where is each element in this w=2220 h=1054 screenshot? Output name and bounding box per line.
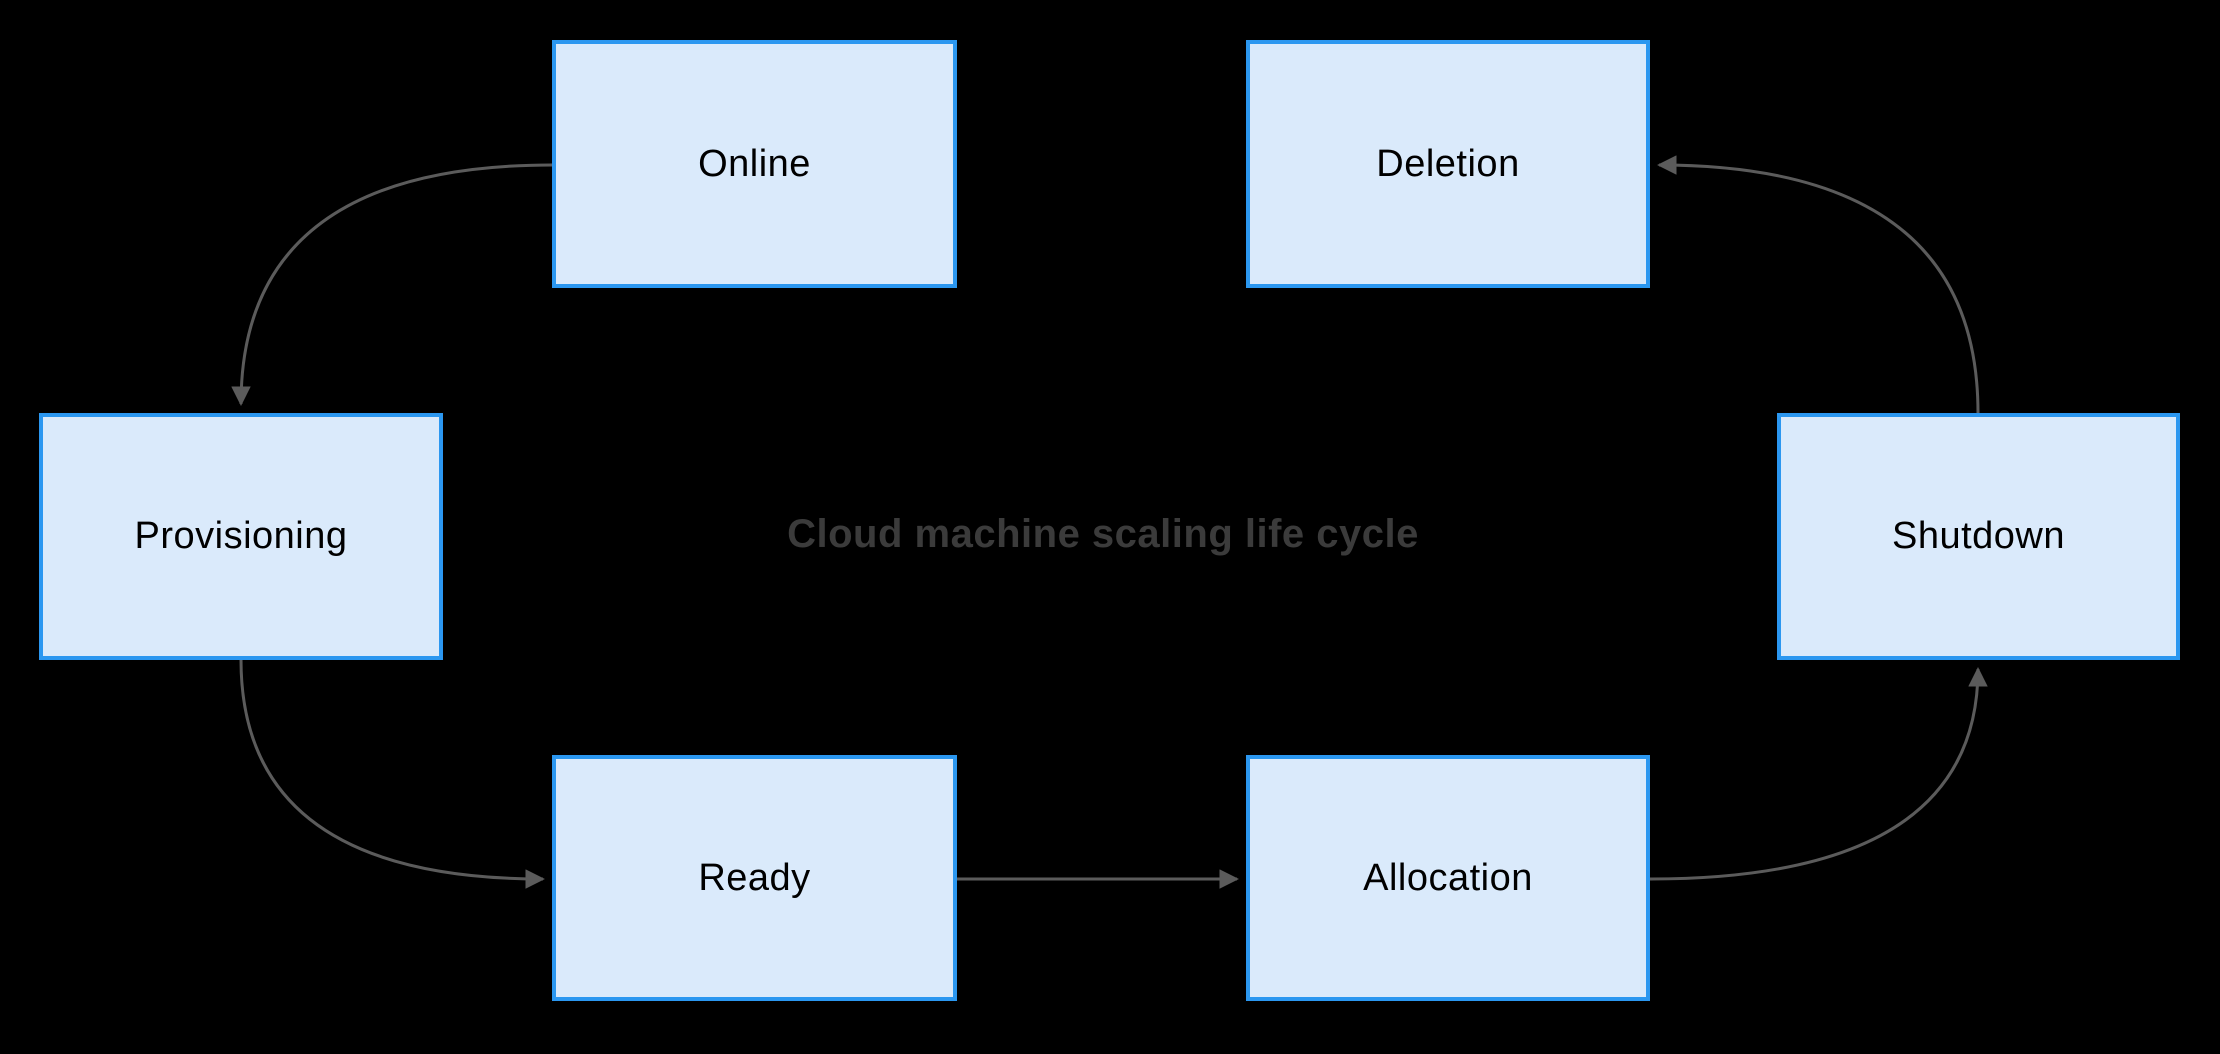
edge-online-to-provisioning (231, 163, 553, 406)
node-deletion-label: Deletion (1376, 142, 1520, 185)
node-online-label: Online (698, 142, 811, 185)
node-shutdown: Shutdown (1777, 413, 2180, 660)
node-allocation: Allocation (1246, 755, 1650, 1001)
node-ready-label: Ready (698, 856, 811, 899)
edge-shutdown-to-deletion (1657, 155, 1980, 414)
node-provisioning-label: Provisioning (134, 515, 348, 557)
node-provisioning: Provisioning (39, 413, 443, 660)
node-deletion: Deletion (1246, 40, 1650, 288)
node-online: Online (552, 40, 957, 288)
node-ready: Ready (552, 755, 957, 1001)
diagram-title: Cloud machine scaling life cycle (787, 512, 1419, 556)
edge-provisioning-to-ready (239, 659, 545, 889)
node-shutdown-label: Shutdown (1891, 515, 2065, 557)
node-allocation-label: Allocation (1363, 856, 1533, 899)
edge-allocation-to-shutdown (1649, 667, 1988, 881)
